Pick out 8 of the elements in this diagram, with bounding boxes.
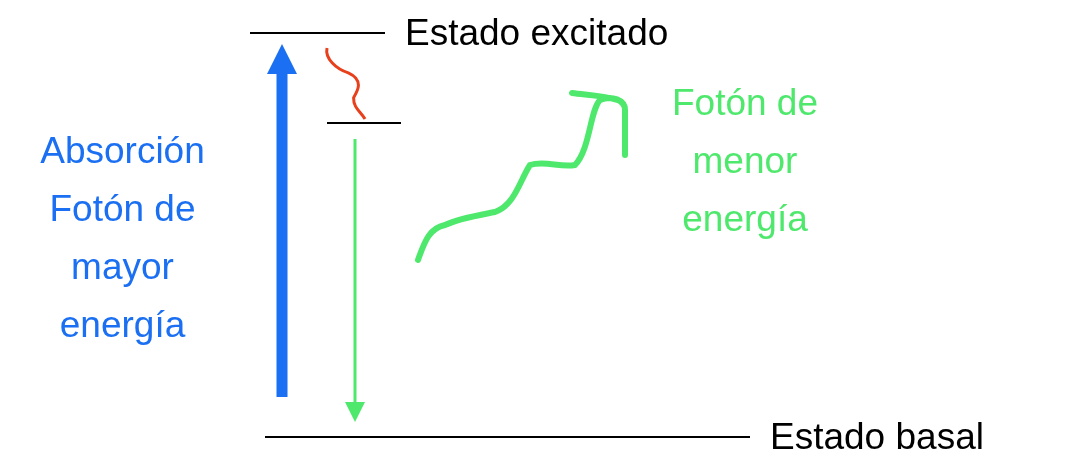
level-label: Estado basal [770, 416, 984, 457]
level-label: Estado excitado [405, 12, 669, 54]
wavy-line [325, 47, 367, 120]
photon-label: Fotón de menor energía [670, 81, 820, 241]
arrow [267, 44, 297, 397]
edge-label: Absorción Fotón de mayor energía [39, 129, 206, 347]
arrow [345, 139, 365, 422]
energy-level-line [327, 122, 401, 124]
